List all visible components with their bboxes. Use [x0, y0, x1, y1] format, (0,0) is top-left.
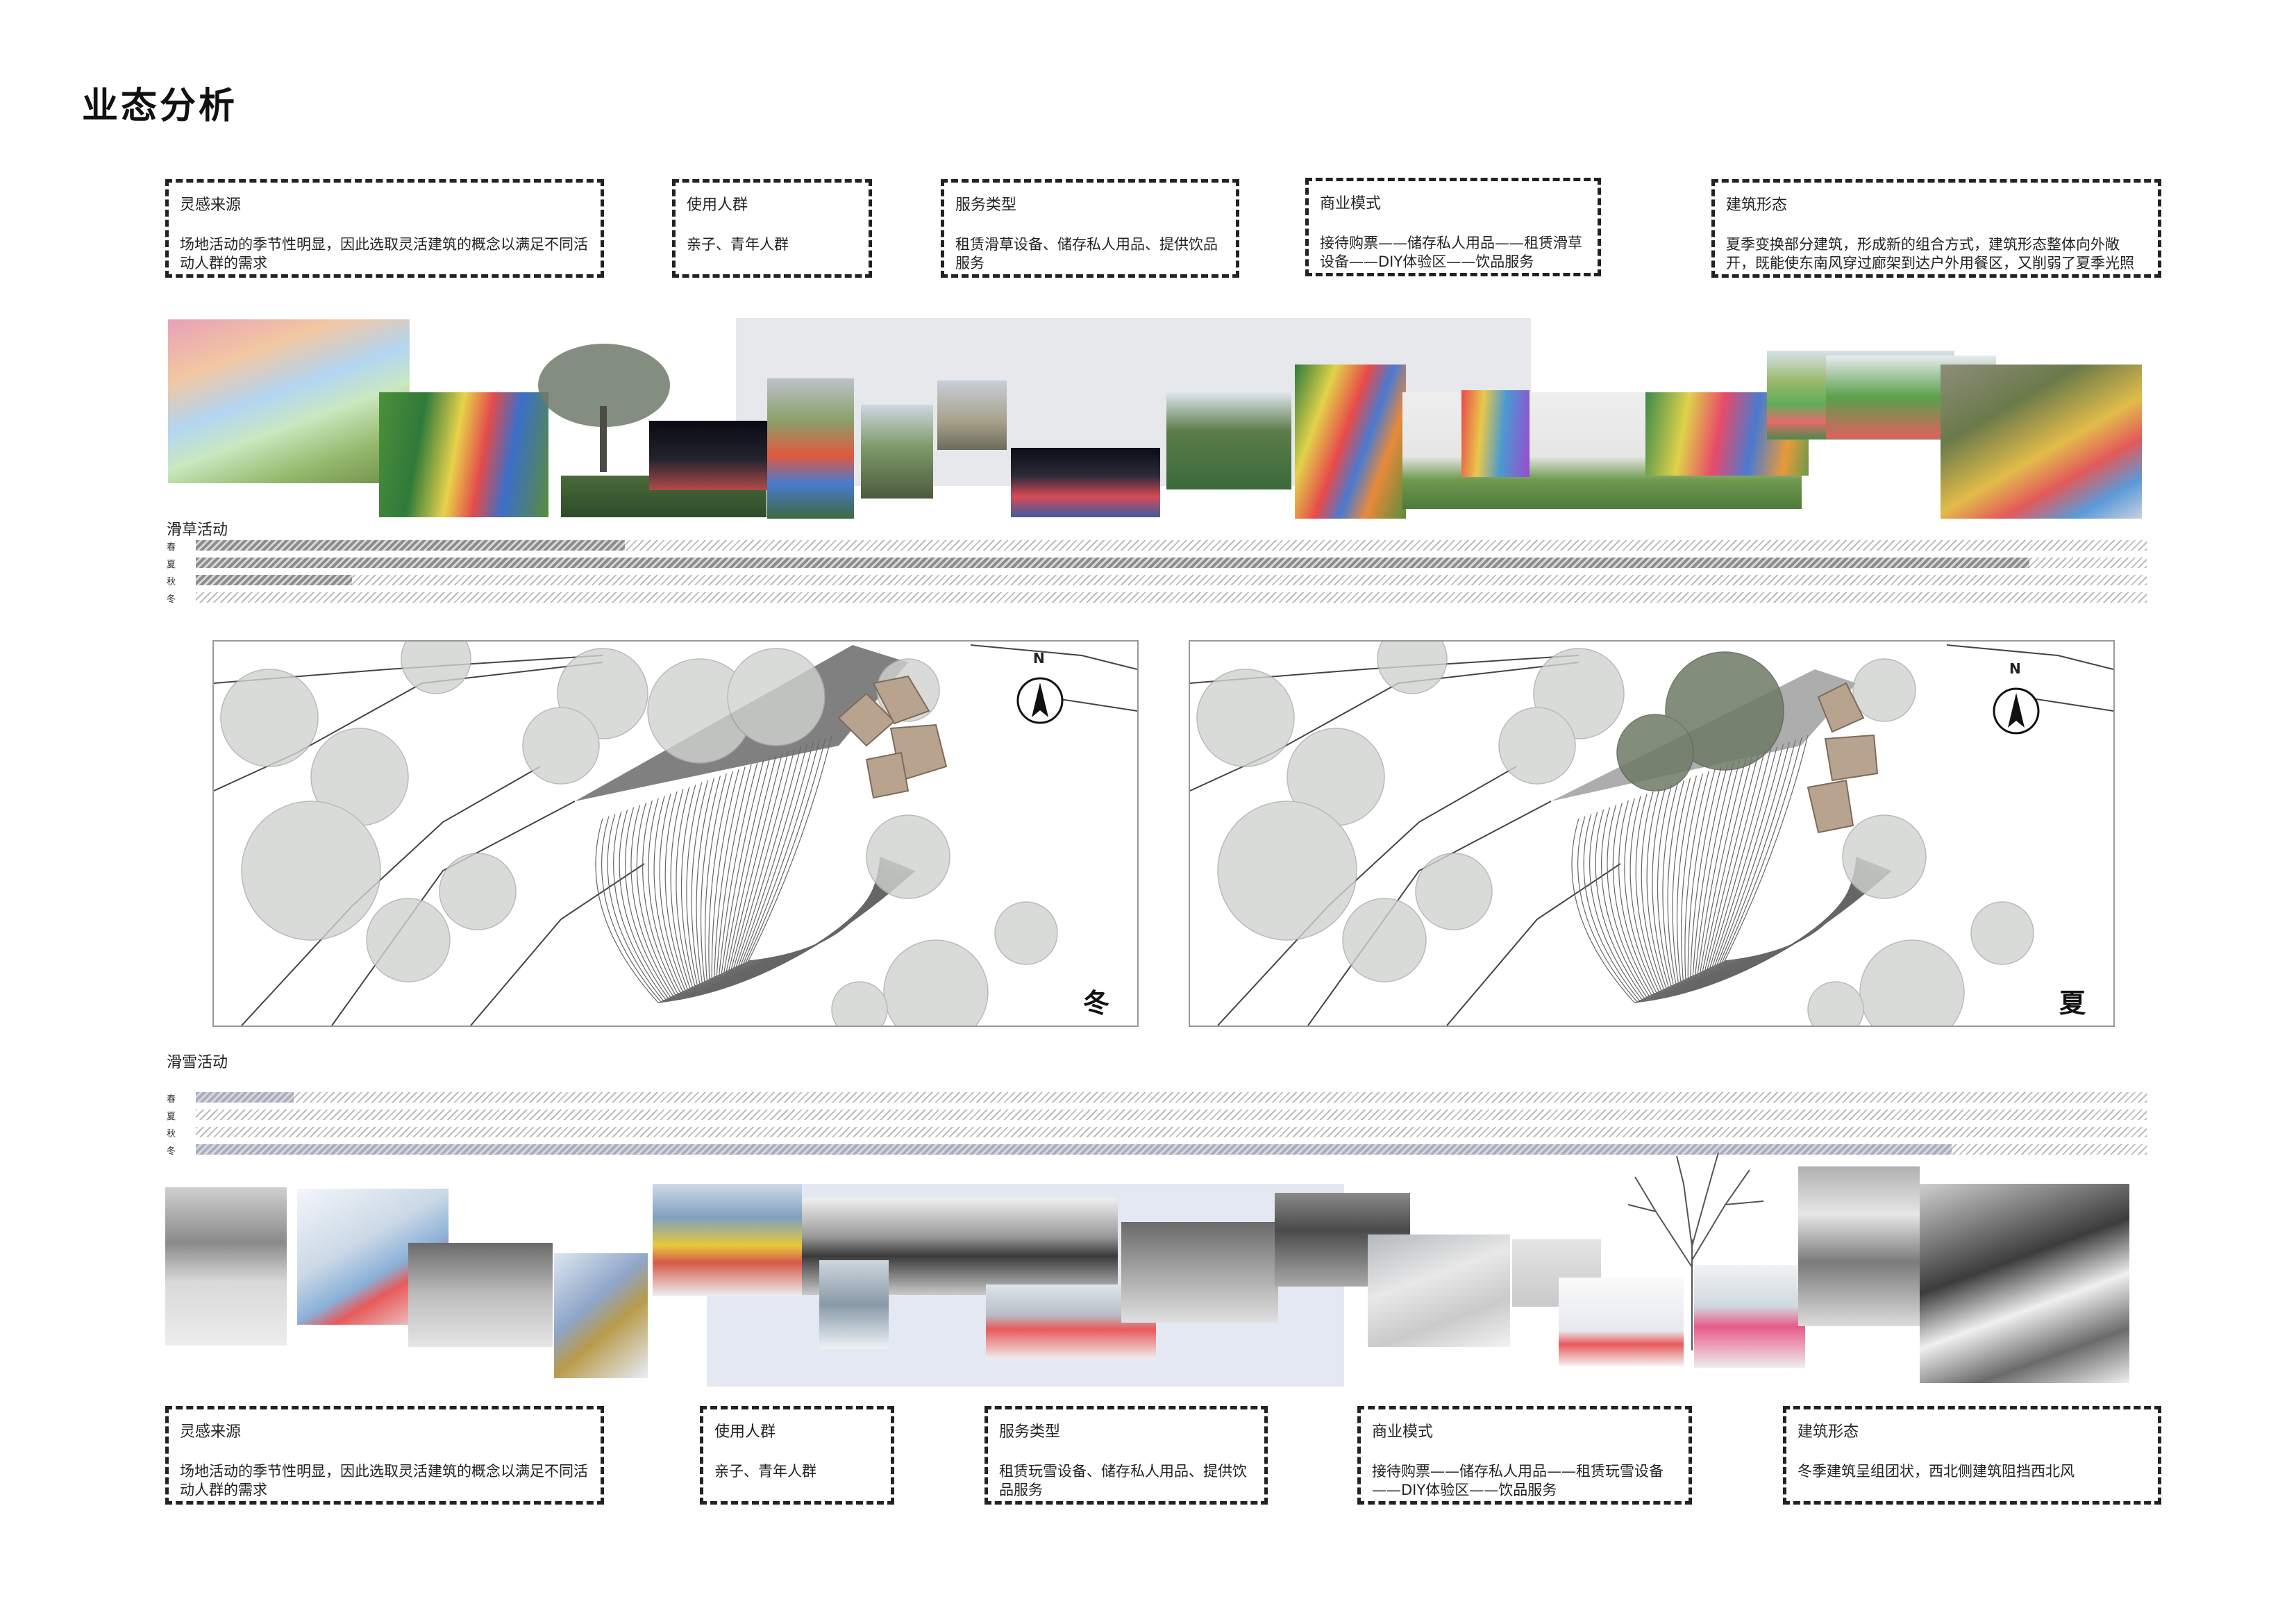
box-text: 场地活动的季节性明显，因此选取灵活建筑的概念以满足不同活动人群的需求 — [180, 1463, 588, 1498]
box-text: 夏季变换部分建筑，形成新的组合方式，建筑形态整体向外敞开，既能使东南风穿过廊架到… — [1726, 236, 2134, 271]
box-text: 租赁滑草设备、储存私人用品、提供饮品服务 — [955, 236, 1218, 271]
grass-photo — [861, 405, 933, 499]
summer-season-label: 夏 — [2059, 988, 2086, 1019]
box-text: 冬季建筑呈组团状，西北侧建筑阻挡西北风 — [1798, 1463, 2075, 1480]
grass-season-label: 秋 — [167, 577, 176, 587]
box-text: 场地活动的季节性明显，因此选取灵活建筑的概念以满足不同活动人群的需求 — [180, 236, 588, 271]
snow-season-label: 冬 — [167, 1146, 176, 1157]
grass-season-level — [196, 575, 352, 585]
snow-season-level — [196, 1144, 1952, 1155]
snow-photo — [554, 1253, 648, 1378]
summer-site-plan: N 夏 — [1189, 640, 2115, 1027]
top-box-form: 建筑形态 夏季变换部分建筑，形成新的组合方式，建筑形态整体向外敞开，既能使东南风… — [1711, 179, 2161, 278]
snow-photo — [1368, 1234, 1510, 1347]
grass-season-label: 冬 — [167, 594, 176, 605]
snow-photo — [1121, 1222, 1278, 1323]
bottom-box-inspiration: 灵感来源 场地活动的季节性明显，因此选取灵活建筑的概念以满足不同活动人群的需求 — [165, 1406, 604, 1505]
snow-season-track — [196, 1144, 2147, 1155]
snow-photo — [653, 1184, 802, 1296]
snow-season-track — [196, 1092, 2147, 1103]
box-title: 服务类型 — [999, 1423, 1061, 1441]
bottom-box-services: 服务类型 租赁玩雪设备、储存私人用品、提供饮品服务 — [984, 1406, 1268, 1505]
box-title: 使用人群 — [714, 1423, 776, 1441]
snow-photo — [1559, 1278, 1684, 1366]
box-title: 建筑形态 — [1726, 196, 1788, 214]
top-box-users: 使用人群 亲子、青年人群 — [672, 179, 872, 278]
box-title: 商业模式 — [1372, 1423, 1434, 1441]
grass-photo — [1295, 365, 1406, 519]
grass-photo — [1461, 390, 1530, 477]
page-title: 业态分析 — [82, 85, 238, 127]
grass-photo — [379, 392, 548, 517]
grass-season-track — [196, 558, 2147, 568]
bare-tree-icon — [1627, 1152, 1764, 1350]
grass-photo — [937, 380, 1007, 450]
box-text: 亲子、青年人群 — [714, 1463, 816, 1480]
grass-photo — [1166, 392, 1291, 489]
snow-photo — [1920, 1184, 2129, 1383]
grass-season-level — [196, 558, 2029, 568]
snow-photo — [165, 1187, 287, 1346]
snow-section-label: 滑雪活动 — [167, 1054, 228, 1071]
bottom-box-business: 商业模式 接待购票——储存私人用品——租赁玩雪设备——DIY体验区——饮品服务 — [1357, 1406, 1692, 1505]
grass-season-level — [196, 540, 625, 551]
north-arrow-icon — [1993, 687, 2040, 735]
grass-photo — [1011, 448, 1160, 517]
snow-season-track — [196, 1127, 2147, 1137]
grass-season-label: 春 — [167, 542, 176, 553]
box-title: 建筑形态 — [1798, 1423, 1859, 1441]
snow-photo — [819, 1260, 889, 1349]
grass-season-track — [196, 592, 2147, 603]
grass-photo — [767, 378, 854, 519]
summer-plan-drawing — [1190, 642, 2113, 1026]
snow-photo — [408, 1243, 553, 1347]
tree-cutout — [528, 337, 680, 476]
grass-photo — [168, 319, 410, 483]
bare-tree-cutout — [1614, 1149, 1770, 1350]
top-box-services: 服务类型 租赁滑草设备、储存私人用品、提供饮品服务 — [941, 179, 1239, 278]
north-arrow-icon — [1016, 677, 1064, 724]
box-text: 接待购票——储存私人用品——租赁滑草设备——DIY体验区——饮品服务 — [1320, 235, 1582, 270]
snow-season-track — [196, 1110, 2147, 1120]
snow-season-label: 春 — [167, 1094, 176, 1105]
box-text: 接待购票——储存私人用品——租赁玩雪设备——DIY体验区——饮品服务 — [1372, 1463, 1664, 1498]
winter-plan-drawing — [214, 642, 1137, 1026]
winter-north-label: N — [1033, 650, 1045, 667]
box-title: 商业模式 — [1320, 195, 1382, 212]
bottom-box-users: 使用人群 亲子、青年人群 — [700, 1406, 894, 1505]
snow-season-label: 秋 — [167, 1129, 176, 1139]
winter-site-plan: N 冬 — [212, 640, 1139, 1027]
summer-north-label: N — [2009, 660, 2021, 677]
grass-photo — [1941, 365, 2142, 519]
box-title: 灵感来源 — [180, 1423, 242, 1441]
box-title: 使用人群 — [687, 196, 748, 214]
grass-season-label: 夏 — [167, 560, 176, 570]
snow-photo — [1798, 1166, 1920, 1326]
snow-photo — [1694, 1265, 1805, 1368]
bottom-box-form: 建筑形态 冬季建筑呈组团状，西北侧建筑阻挡西北风 — [1783, 1406, 2161, 1505]
box-text: 租赁玩雪设备、储存私人用品、提供饮品服务 — [999, 1463, 1247, 1498]
tree-icon — [538, 344, 670, 472]
snow-season-label: 夏 — [167, 1112, 176, 1122]
winter-season-label: 冬 — [1083, 988, 1110, 1019]
grass-section-label: 滑草活动 — [167, 521, 228, 539]
box-title: 服务类型 — [955, 196, 1017, 214]
grass-season-track — [196, 540, 2147, 551]
top-box-business: 商业模式 接待购票——储存私人用品——租赁滑草设备——DIY体验区——饮品服务 — [1305, 178, 1601, 276]
box-title: 灵感来源 — [180, 196, 242, 214]
grass-photo — [649, 421, 767, 490]
snow-season-level — [196, 1092, 294, 1103]
box-text: 亲子、青年人群 — [687, 236, 789, 253]
grass-season-track — [196, 575, 2147, 585]
top-box-inspiration: 灵感来源 场地活动的季节性明显，因此选取灵活建筑的概念以满足不同活动人群的需求 — [165, 179, 604, 278]
